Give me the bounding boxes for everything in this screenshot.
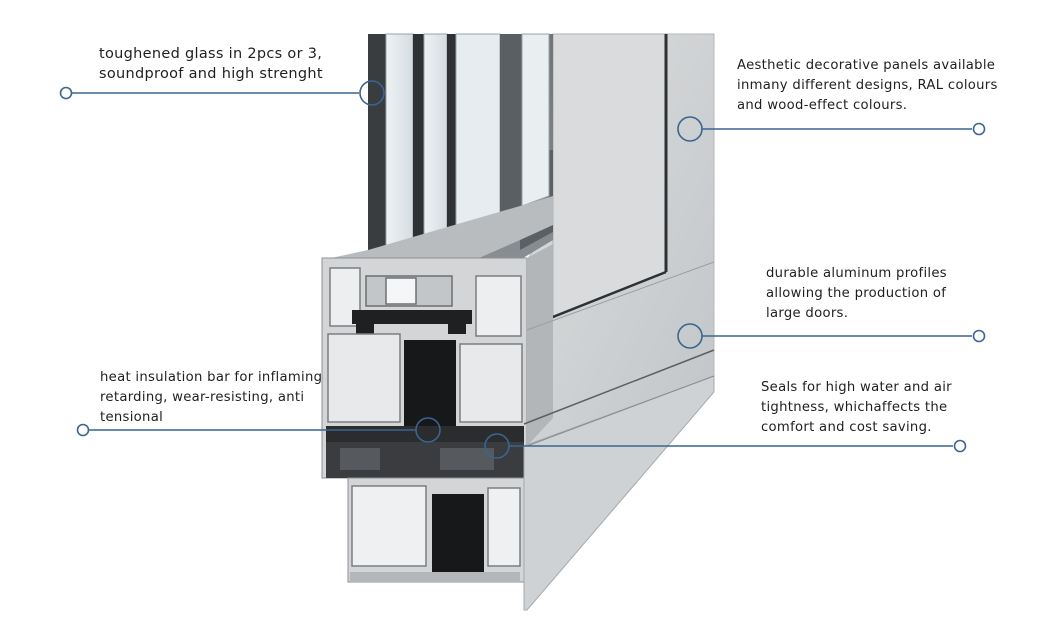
callout-panels-line-1: Aesthetic decorative panels available [737, 58, 996, 73]
leader-ring-profiles [677, 323, 703, 349]
callout-seals-text: Seals for high water and air tightness, … [761, 378, 952, 438]
leader-dot-profiles [972, 329, 986, 343]
callout-insulation-text: heat insulation bar for inflaming retard… [100, 368, 322, 428]
leader-ring-seals [484, 433, 510, 459]
leader-ring-panels [677, 116, 703, 142]
callout-profiles-line-2: allowing the production of [766, 286, 947, 301]
leader-dot-glass [59, 86, 73, 100]
leader-ring-insulation [415, 417, 441, 443]
leader-dot-seals [953, 439, 967, 453]
leader-ring-glass [359, 80, 385, 106]
callout-profiles-line-3: large doors. [766, 306, 849, 321]
profile-top-face [322, 196, 553, 270]
callout-glass-line-1: toughened glass in 2pcs or 3, [99, 46, 323, 62]
profile-cross-section [321, 244, 553, 583]
callout-leaders [59, 80, 986, 459]
callout-glass-text: toughened glass in 2pcs or 3, soundproof… [99, 44, 323, 84]
callout-panels-line-2: inmany different designs, RAL colours [737, 78, 998, 93]
callout-profiles-line-1: durable aluminum profiles [766, 266, 947, 281]
glass-panes [368, 33, 550, 282]
callout-panels-text: Aesthetic decorative panels available in… [737, 56, 998, 116]
frame-jamb-edge [552, 33, 667, 319]
callout-insulation-line-3: tensional [100, 410, 164, 425]
callout-insulation-line-2: retarding, wear-resisting, anti [100, 390, 305, 405]
callout-panels-line-3: and wood-effect colours. [737, 98, 908, 113]
callout-seals-line-3: comfort and cost saving. [761, 420, 932, 435]
callout-seals-line-1: Seals for high water and air [761, 380, 952, 395]
leader-dot-panels [972, 122, 986, 136]
callout-glass-line-2: soundproof and high strenght [99, 66, 323, 82]
leader-dot-insulation [76, 423, 90, 437]
callout-profiles-text: durable aluminum profiles allowing the p… [766, 264, 947, 324]
callout-seals-line-2: tightness, whichaffects the [761, 400, 948, 415]
callout-insulation-line-1: heat insulation bar for inflaming [100, 370, 323, 385]
